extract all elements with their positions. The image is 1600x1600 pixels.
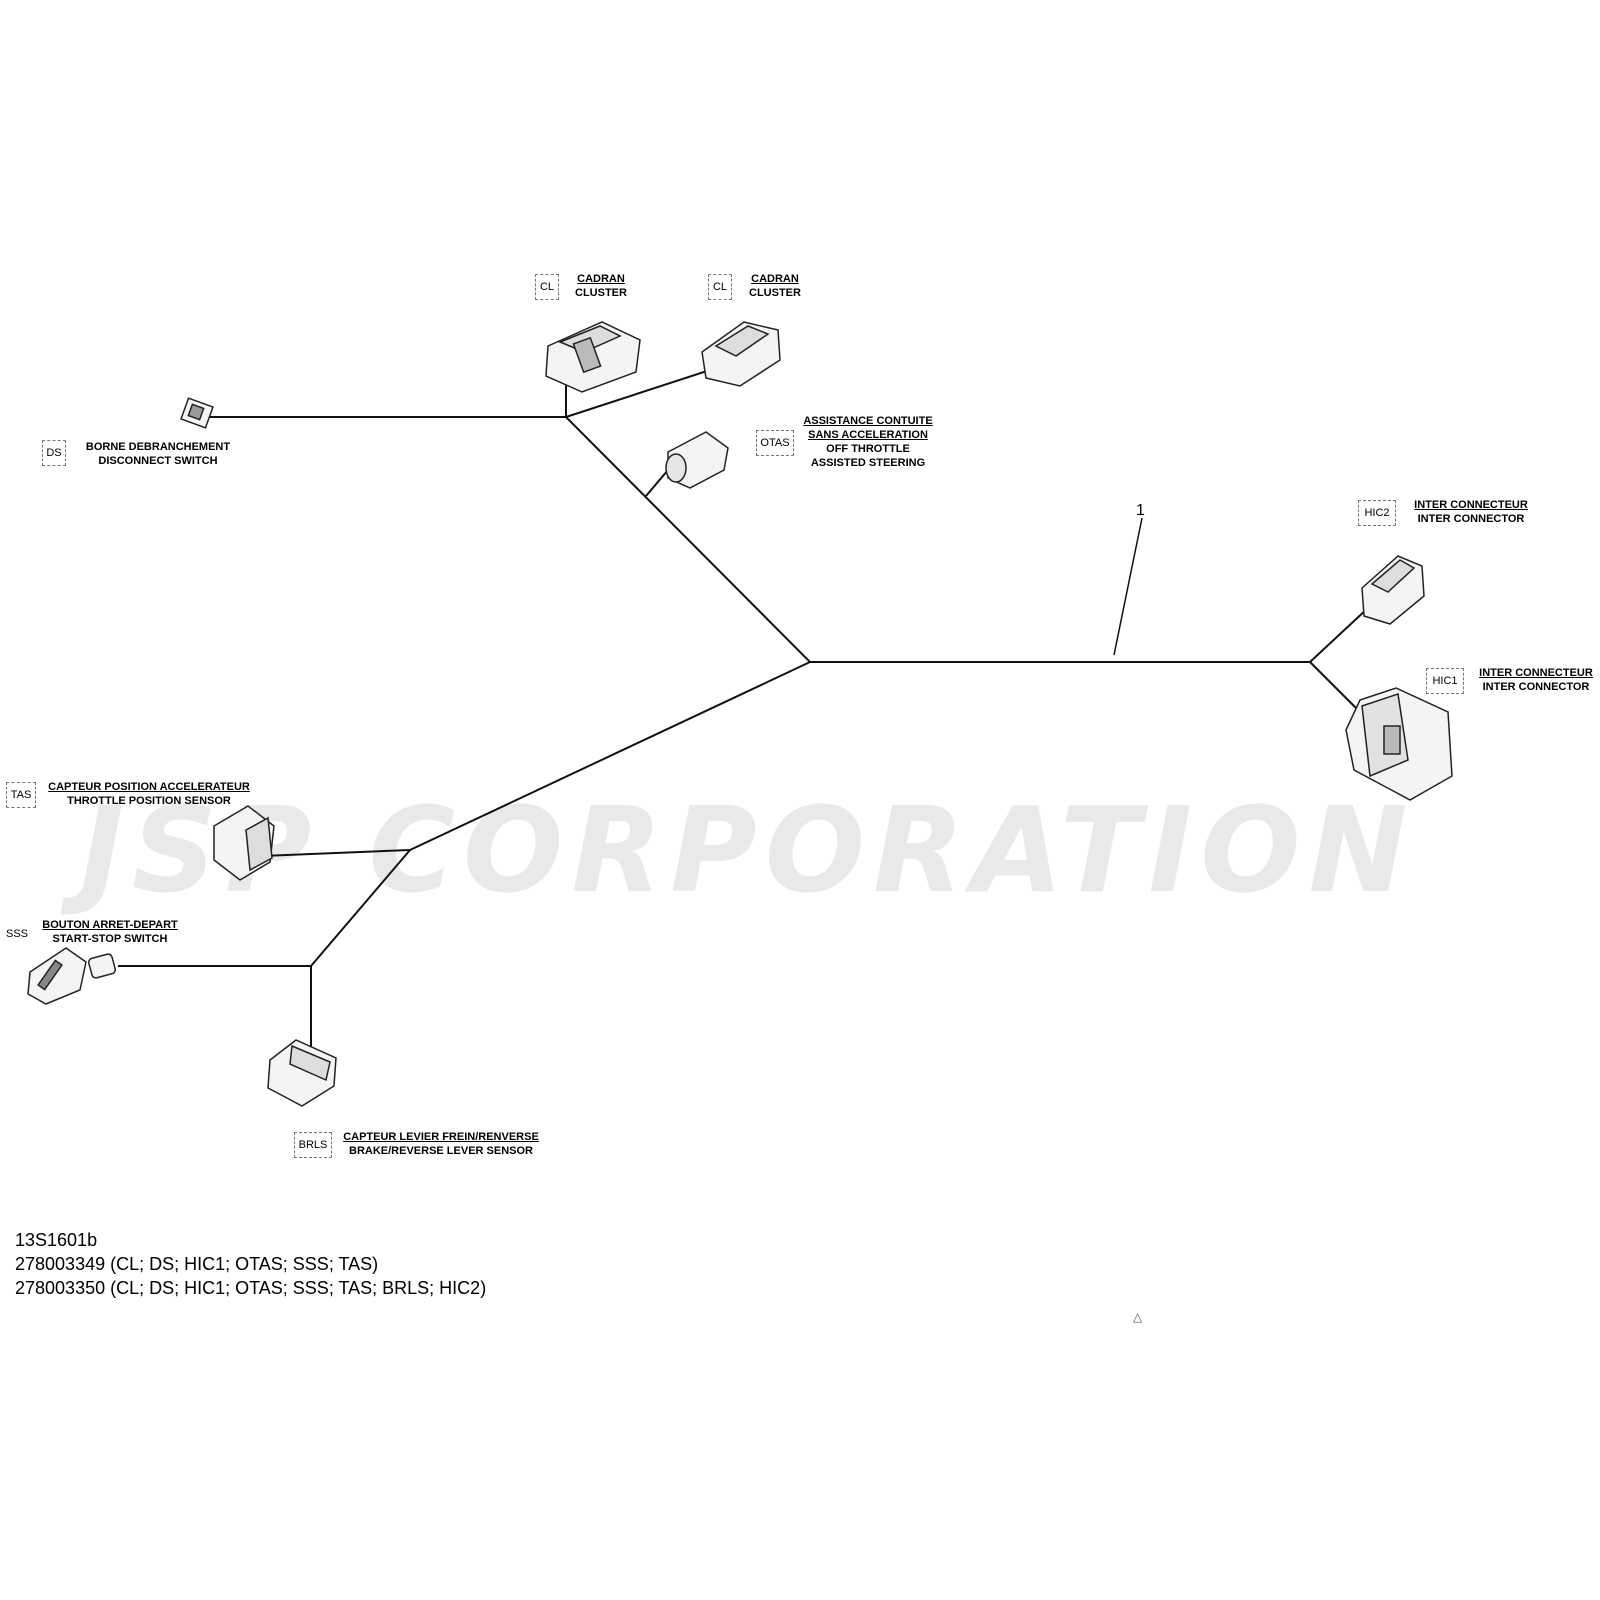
label-hic1-en: INTER CONNECTOR xyxy=(1482,681,1590,693)
hic1-connector xyxy=(1345,687,1453,801)
footer-line-2: 278003350 (CL; DS; HIC1; OTAS; SSS; TAS;… xyxy=(15,1278,487,1298)
label-otas-fr: ASSISTANCE CONTUITE xyxy=(803,415,933,427)
harness-branch-lower xyxy=(409,661,811,851)
code-ds: DS xyxy=(42,440,66,466)
harness-branch-upper xyxy=(565,416,811,663)
label-otas-en: OFF THROTTLE xyxy=(826,443,910,455)
harness-branch-tas xyxy=(261,849,411,857)
label-cl-1-en: CLUSTER xyxy=(575,287,627,299)
code-hic1: HIC1 xyxy=(1426,668,1464,694)
label-sss-en: START-STOP SWITCH xyxy=(52,933,168,945)
label-otas-en2: ASSISTED STEERING xyxy=(810,457,926,469)
footer-ref: 13S1601b xyxy=(15,1230,98,1250)
label-cl-2: CADRAN CLUSTER xyxy=(744,272,806,300)
label-cl-2-en: CLUSTER xyxy=(749,287,801,299)
hic2-connector xyxy=(1361,555,1425,625)
code-otas: OTAS xyxy=(756,430,794,456)
label-cl-1: CADRAN CLUSTER xyxy=(570,272,632,300)
code-cl-1: CL xyxy=(535,274,559,300)
label-cl-1-fr: CADRAN xyxy=(577,273,625,285)
harness-branch-hic1 xyxy=(1309,661,1361,713)
harness-branch-cl2 xyxy=(565,369,711,418)
label-hic1: INTER CONNECTEUR INTER CONNECTOR xyxy=(1474,666,1598,694)
label-sss-fr: BOUTON ARRET-DEPART xyxy=(42,919,178,931)
otas-connector xyxy=(665,431,729,489)
triangle-mark-icon: △ xyxy=(1133,1310,1143,1324)
disconnect-switch-connector xyxy=(180,397,214,429)
label-brls: CAPTEUR LEVIER FREIN/RENVERSE BRAKE/REVE… xyxy=(338,1130,544,1158)
code-sss: SSS xyxy=(2,922,32,946)
brls-connector xyxy=(267,1039,337,1107)
label-sss: BOUTON ARRET-DEPART START-STOP SWITCH xyxy=(38,918,182,946)
item-leader-line xyxy=(1113,517,1143,656)
item-number: 1 xyxy=(1136,502,1145,519)
code-brls: BRLS xyxy=(294,1132,332,1158)
label-ds-en: DISCONNECT SWITCH xyxy=(98,455,218,467)
footer-line-1: 278003349 (CL; DS; HIC1; OTAS; SSS; TAS) xyxy=(15,1254,379,1274)
label-otas: ASSISTANCE CONTUITE SANS ACCELERATION OF… xyxy=(798,414,938,470)
label-hic2-fr: INTER CONNECTEUR xyxy=(1414,499,1528,511)
code-cl-2: CL xyxy=(708,274,732,300)
label-ds-fr: BORNE DEBRANCHEMENT xyxy=(85,441,231,453)
tas-connector xyxy=(213,805,275,881)
harness-branch-hic2 xyxy=(1309,607,1369,663)
label-hic2-en: INTER CONNECTOR xyxy=(1417,513,1525,525)
label-brls-fr: CAPTEUR LEVIER FREIN/RENVERSE xyxy=(343,1131,539,1143)
watermark: JSP CORPORATION xyxy=(80,781,1416,919)
label-ds: BORNE DEBRANCHEMENT DISCONNECT SWITCH xyxy=(78,440,238,468)
label-tas: CAPTEUR POSITION ACCELERATEUR THROTTLE P… xyxy=(44,780,254,808)
sss-connector xyxy=(27,947,117,1005)
cluster-connector-1 xyxy=(545,321,641,393)
harness-branch-sss-split xyxy=(310,849,411,967)
label-hic1-fr: INTER CONNECTEUR xyxy=(1479,667,1593,679)
label-tas-en: THROTTLE POSITION SENSOR xyxy=(67,795,231,807)
cluster-connector-2 xyxy=(701,321,781,387)
label-hic2: INTER CONNECTEUR INTER CONNECTOR xyxy=(1406,498,1536,526)
label-cl-2-fr: CADRAN xyxy=(751,273,799,285)
label-tas-fr: CAPTEUR POSITION ACCELERATEUR xyxy=(48,781,250,793)
code-tas: TAS xyxy=(6,782,36,808)
harness-branch-otas xyxy=(645,469,669,497)
code-hic2: HIC2 xyxy=(1358,500,1396,526)
label-otas-fr2: SANS ACCELERATION xyxy=(808,429,928,441)
label-brls-en: BRAKE/REVERSE LEVER SENSOR xyxy=(349,1145,533,1157)
